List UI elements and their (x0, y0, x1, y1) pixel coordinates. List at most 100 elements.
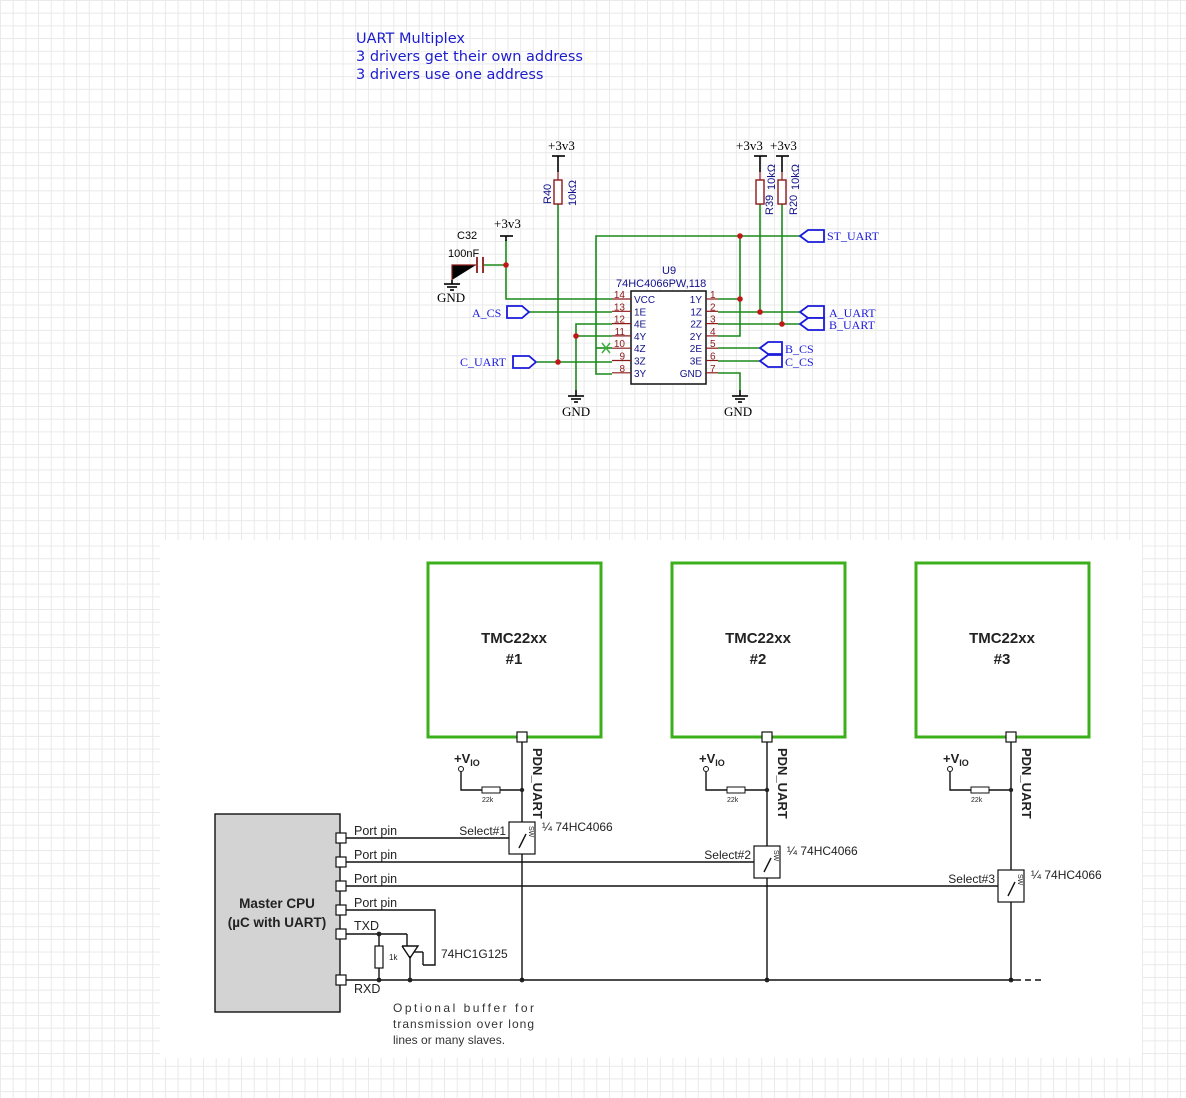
junction-dot (737, 233, 743, 239)
net-port-c-uart: C_UART (460, 355, 538, 369)
pin-name: 2Z (690, 320, 702, 331)
driver-number: #1 (506, 651, 523, 668)
select-label: Select#1 (459, 824, 506, 838)
junction-dot (573, 333, 579, 339)
power-label: +3v3 (548, 138, 575, 153)
junction-dot (503, 262, 509, 268)
buffer-74hc1g125: 74HC1G125 (401, 934, 508, 965)
net-label: ST_UART (827, 229, 880, 243)
cap-value: 100nF (448, 248, 479, 260)
pin-name: 4Z (634, 344, 646, 355)
pin-number: 5 (710, 339, 716, 350)
driver-name: TMC22xx (725, 630, 792, 647)
note-line-2: 3 drivers get their own address (356, 49, 583, 65)
ic-pin-3: 3 2Z (690, 315, 718, 331)
ground-symbol-left: GND (562, 390, 590, 419)
top-schematic: +3v3 +3v3 +3v3 +3v3 R40 10kΩ R39 (437, 138, 880, 419)
switch-label: SW (1016, 874, 1023, 886)
buffer-label: 74HC1G125 (441, 947, 508, 961)
pin-number: 14 (614, 290, 626, 301)
pin-number: 7 (710, 364, 716, 375)
pin-number: 11 (615, 327, 626, 338)
resistor-ref: R20 (788, 195, 800, 215)
pin-name: 3Z (634, 357, 646, 368)
pin-name: GND (680, 369, 702, 380)
cap-ref: C32 (457, 230, 477, 242)
analog-switch (753, 845, 781, 879)
switch-part-label: ¼ 74HC4066 (1031, 868, 1102, 882)
power-label: +3v3 (770, 138, 797, 153)
power-symbol-r40: +3v3 (548, 138, 575, 172)
net-label: C_CS (785, 355, 814, 369)
ground-label: GND (724, 404, 752, 419)
pin-name: 4E (634, 320, 647, 331)
driver-name: TMC22xx (969, 630, 1036, 647)
pdn-uart-label: PDN_UART (1019, 748, 1034, 819)
power-label: +3v3 (736, 138, 763, 153)
pin-number: 2 (710, 302, 716, 313)
power-symbol-r39: +3v3 (736, 138, 767, 172)
pin-name: 2Y (690, 332, 703, 343)
net-wires (484, 204, 800, 390)
resistor-value: 10kΩ (790, 164, 802, 190)
driver-number: #2 (750, 651, 767, 668)
ic-pin-14: 14 VCC (612, 290, 655, 306)
net-port-b-cs: B_CS (758, 341, 814, 356)
switch-part-label: ¼ 74HC4066 (787, 844, 858, 858)
net-port-st-uart: ST_UART (798, 229, 880, 243)
pin-name: 1E (634, 307, 647, 318)
pin-number: 8 (619, 364, 625, 375)
net-port-a-cs: A_CS (472, 305, 531, 320)
pin-name: 4Y (634, 332, 647, 343)
resistor-1k-label: 1k (389, 953, 398, 962)
cpu-body (214, 813, 341, 1013)
driver-box-3: TMC22xx #3 (914, 561, 1091, 739)
ic-pin-6: 63E (690, 352, 718, 368)
pin-number: 3 (710, 315, 716, 326)
net-label: B_CS (785, 342, 814, 356)
driver-number: #3 (994, 651, 1011, 668)
net-label: A_UART (829, 306, 876, 320)
ic-pin-12: 12 4E (612, 315, 647, 331)
resistor-value: 10kΩ (766, 164, 778, 190)
junction-dot (737, 296, 743, 302)
pdn-uart-label: PDN_UART (775, 748, 790, 819)
net-port-b-uart: B_UART (798, 317, 876, 332)
net-port-a-uart: A_UART (798, 305, 876, 320)
select-label: Select#3 (948, 872, 995, 886)
ic-part: 74HC4066PW,118 (616, 278, 706, 290)
cpu-port-label: Port pin (354, 824, 397, 838)
schematic-note: UART Multiplex 3 drivers get their own a… (356, 30, 583, 84)
junction-dot (779, 321, 785, 327)
optional-note-line: lines or many slaves. (393, 1033, 505, 1047)
ground-symbol-right: GND (724, 390, 752, 419)
net-label: A_CS (472, 306, 501, 320)
pin-name: 3Y (634, 369, 647, 380)
ground-symbol-cap: GND (437, 280, 465, 305)
note-title: UART Multiplex (356, 31, 465, 47)
ic-pin-8: 8 3Y (612, 364, 647, 380)
pin-number: 12 (614, 315, 626, 326)
resistor-r39: R39 10kΩ (755, 164, 778, 215)
ic-body (630, 290, 707, 385)
junction-dot (555, 359, 561, 365)
pin-name: VCC (634, 295, 655, 306)
ic-pin-7: 7 GND (680, 364, 718, 380)
pullup-label: 22k (482, 797, 494, 804)
cpu-port-label: Port pin (354, 848, 397, 862)
cpu-title: Master CPU (239, 896, 315, 911)
pin-name: 1Z (690, 307, 702, 318)
cpu-port-label: TXD (354, 919, 379, 933)
cpu-port-label: Port pin (354, 872, 397, 886)
ic-pin-1: 11Y (690, 290, 718, 306)
resistor-r40: R40 10kΩ (542, 172, 579, 206)
net-label: B_UART (829, 318, 876, 332)
bus-wires (346, 837, 1045, 983)
ic-ref: U9 (662, 265, 676, 277)
ic-pin-4: 42Y (690, 327, 718, 343)
select-label: Select#2 (704, 848, 751, 862)
pin-name: 1Y (690, 295, 703, 306)
ic-pin-2: 2 1Z (690, 302, 718, 318)
